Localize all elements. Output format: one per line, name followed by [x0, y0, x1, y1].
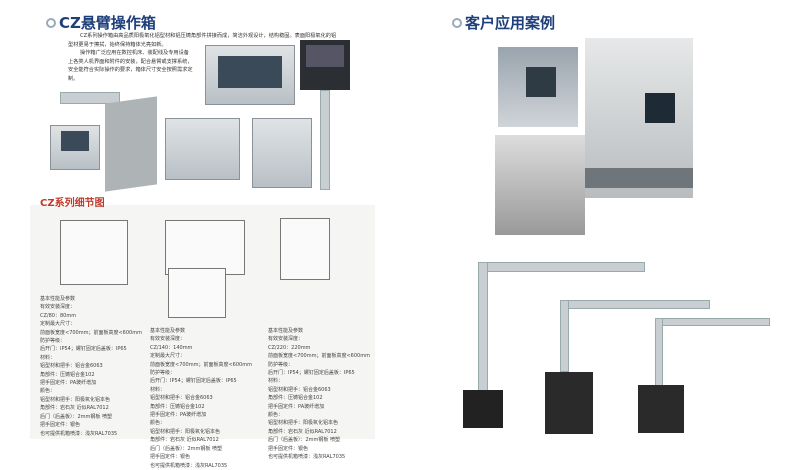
product-image-cabinet-door	[105, 96, 157, 192]
spec-cz220: 基本性能及参数 有效安装深度： CZ/220：220mm 前面板宽度<700mm…	[268, 328, 370, 461]
product-image-enclosure	[252, 118, 312, 188]
drawing-cz140	[165, 220, 245, 275]
product-image-stand	[320, 90, 330, 190]
product-image-open-box	[165, 118, 240, 180]
arm-system-2-post	[560, 300, 569, 372]
case-photo-press	[498, 47, 578, 127]
circle-bullet-icon	[46, 18, 56, 28]
product-image-arm-box	[50, 125, 100, 170]
detail-title: CZ系列细节图	[40, 198, 105, 209]
section-title-left: CZ悬臂操作箱	[46, 12, 156, 33]
case-photo-shear	[585, 38, 693, 198]
case-photo-lathe	[495, 135, 585, 235]
drawing-cz80	[60, 220, 128, 285]
arm-box-2	[545, 372, 593, 434]
arm-system-2	[560, 300, 710, 309]
drawing-cz140-side	[168, 268, 226, 318]
arm-box-3	[638, 385, 684, 433]
circle-bullet-icon	[452, 18, 462, 28]
arm-box-1	[463, 390, 503, 428]
spec-cz140: 基本性能及参数 有效安装深度： CZ/140：140mm 定制最大尺寸： 前面板…	[150, 328, 252, 469]
arm-system-1	[480, 262, 645, 272]
product-image-cnc-panel	[300, 40, 350, 90]
section-title-right: 客户应用案例	[452, 12, 555, 33]
arm-system-3-post	[655, 318, 663, 386]
drawing-cz220	[280, 218, 330, 280]
spec-cz80: 基本性能及参数 有效安装深度： CZ/80：80mm 定制最大尺寸： 前面板宽度…	[40, 296, 142, 437]
arm-system-3	[655, 318, 770, 326]
intro-paragraph-2: 操作箱广泛应用在数控机床、装配线及专用设备上各类人机界面和附件的安装，配合悬臂或…	[68, 50, 193, 82]
product-image-box	[205, 45, 295, 105]
intro-paragraph-1: CZ系列操作箱由高品质阳极氧化铝型材和铝压铸角部件拼接而成，简洁外观设计，结构稳…	[68, 33, 337, 48]
arm-system-1-post	[478, 262, 488, 392]
product-image-arm	[60, 92, 120, 104]
